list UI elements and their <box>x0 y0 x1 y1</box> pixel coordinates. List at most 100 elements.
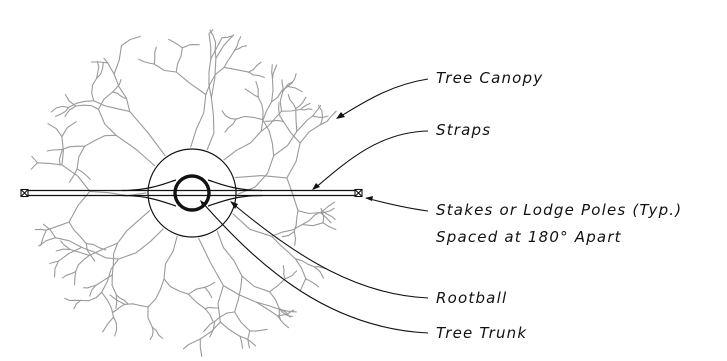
canopy-branch <box>297 210 321 215</box>
canopy-branch <box>299 278 307 292</box>
canopy-branch <box>69 248 90 256</box>
canopy-branch <box>115 294 118 310</box>
canopy-branch <box>237 155 275 195</box>
canopy-branch <box>58 148 63 166</box>
stake-right-marker <box>354 188 363 198</box>
canopy-branch <box>208 58 212 99</box>
canopy-branch <box>322 222 337 231</box>
canopy-branch <box>223 66 250 73</box>
canopy-branch <box>47 123 63 138</box>
canopy-branch <box>271 235 296 260</box>
rootball-circle <box>147 148 237 238</box>
canopy-branch <box>278 307 282 321</box>
canopy-branch <box>147 278 165 308</box>
canopy-branch <box>282 120 301 144</box>
canopy-branch <box>223 130 262 161</box>
canopy-branch <box>61 164 91 192</box>
canopy-branch <box>113 45 123 75</box>
canopy-branch <box>175 47 183 73</box>
canopy-branch <box>248 71 265 78</box>
canopy-branch <box>153 46 157 65</box>
canopy-branch <box>61 271 77 279</box>
canopy-branch <box>45 221 70 231</box>
label-tree-canopy: Tree Canopy <box>436 69 544 87</box>
canopy-branch <box>234 311 251 332</box>
canopy-branch <box>84 134 117 147</box>
canopy-branch <box>181 44 200 49</box>
canopy-branch <box>151 326 164 340</box>
leader-tree-trunk <box>201 201 429 334</box>
canopy-branch <box>61 145 86 150</box>
label-tree-trunk: Tree Trunk <box>436 324 528 342</box>
canopy-branch <box>129 110 166 157</box>
canopy-branch <box>313 266 325 279</box>
canopy-branch <box>31 155 38 164</box>
canopy-branch <box>221 34 235 39</box>
leader-stakes <box>365 197 429 212</box>
canopy-branch <box>187 286 206 295</box>
canopy-branch <box>249 328 268 332</box>
canopy-branch <box>234 36 242 51</box>
canopy-branch <box>299 102 311 111</box>
canopy-branch <box>203 320 216 333</box>
canopy-branch <box>112 316 118 337</box>
canopy-branch <box>34 228 47 231</box>
canopy-branch <box>50 105 70 113</box>
canopy-branch <box>204 308 214 322</box>
canopy-branch <box>287 94 297 110</box>
canopy-branch <box>262 119 275 157</box>
canopy-branch <box>111 242 119 276</box>
canopy-branch <box>244 88 259 98</box>
canopy-branch <box>271 64 278 80</box>
canopy-branch <box>64 297 82 302</box>
canopy-branch <box>214 311 236 322</box>
canopy-branch <box>74 271 77 286</box>
canopy-branch <box>68 190 91 223</box>
label-rootball: Rootball <box>436 289 508 307</box>
canopy-branch <box>319 207 335 214</box>
canopy-branch <box>217 285 224 323</box>
canopy-branch <box>124 303 149 308</box>
canopy-branch <box>239 335 257 347</box>
canopy-branch <box>277 315 290 329</box>
canopy-branch <box>107 62 115 75</box>
canopy-branch <box>260 101 273 132</box>
canopy-branch <box>163 278 190 295</box>
canopy-branch <box>222 285 257 303</box>
canopy-branch <box>232 213 273 237</box>
canopy-branch <box>75 104 100 110</box>
canopy-branch <box>68 168 78 183</box>
canopy-branch <box>75 254 90 273</box>
canopy-branch <box>111 303 126 314</box>
leader-straps <box>313 130 429 190</box>
canopy-branch <box>57 246 83 262</box>
canopy-branch <box>138 58 155 65</box>
canopy-branch <box>42 223 57 239</box>
canopy-branch <box>116 210 151 244</box>
canopy-branch <box>293 231 297 246</box>
canopy-branch <box>204 281 216 288</box>
canopy-branch <box>85 243 107 251</box>
canopy-branch <box>54 237 83 248</box>
canopy-branch <box>235 115 264 121</box>
canopy-branch <box>257 96 264 121</box>
canopy-branch <box>321 201 336 213</box>
canopy-branch <box>80 291 103 302</box>
canopy-branch <box>215 34 234 59</box>
canopy-branch <box>223 49 236 68</box>
label-straps: Straps <box>436 121 492 139</box>
canopy-branch <box>255 301 281 310</box>
canopy-branch <box>115 294 129 305</box>
canopy-branch <box>319 212 332 224</box>
canopy-branch <box>147 306 153 328</box>
canopy-branch <box>210 57 217 99</box>
canopy-branch <box>103 57 109 64</box>
straps <box>121 179 263 207</box>
label-stakes-line1: Stakes or Lodge Poles (Typ.) <box>436 201 683 219</box>
canopy-branch <box>286 177 299 212</box>
canopy-branch <box>221 110 237 120</box>
canopy-branch <box>67 100 95 109</box>
canopy-branch <box>216 230 243 277</box>
canopy-branch <box>281 231 295 238</box>
canopy-branch <box>175 71 207 96</box>
